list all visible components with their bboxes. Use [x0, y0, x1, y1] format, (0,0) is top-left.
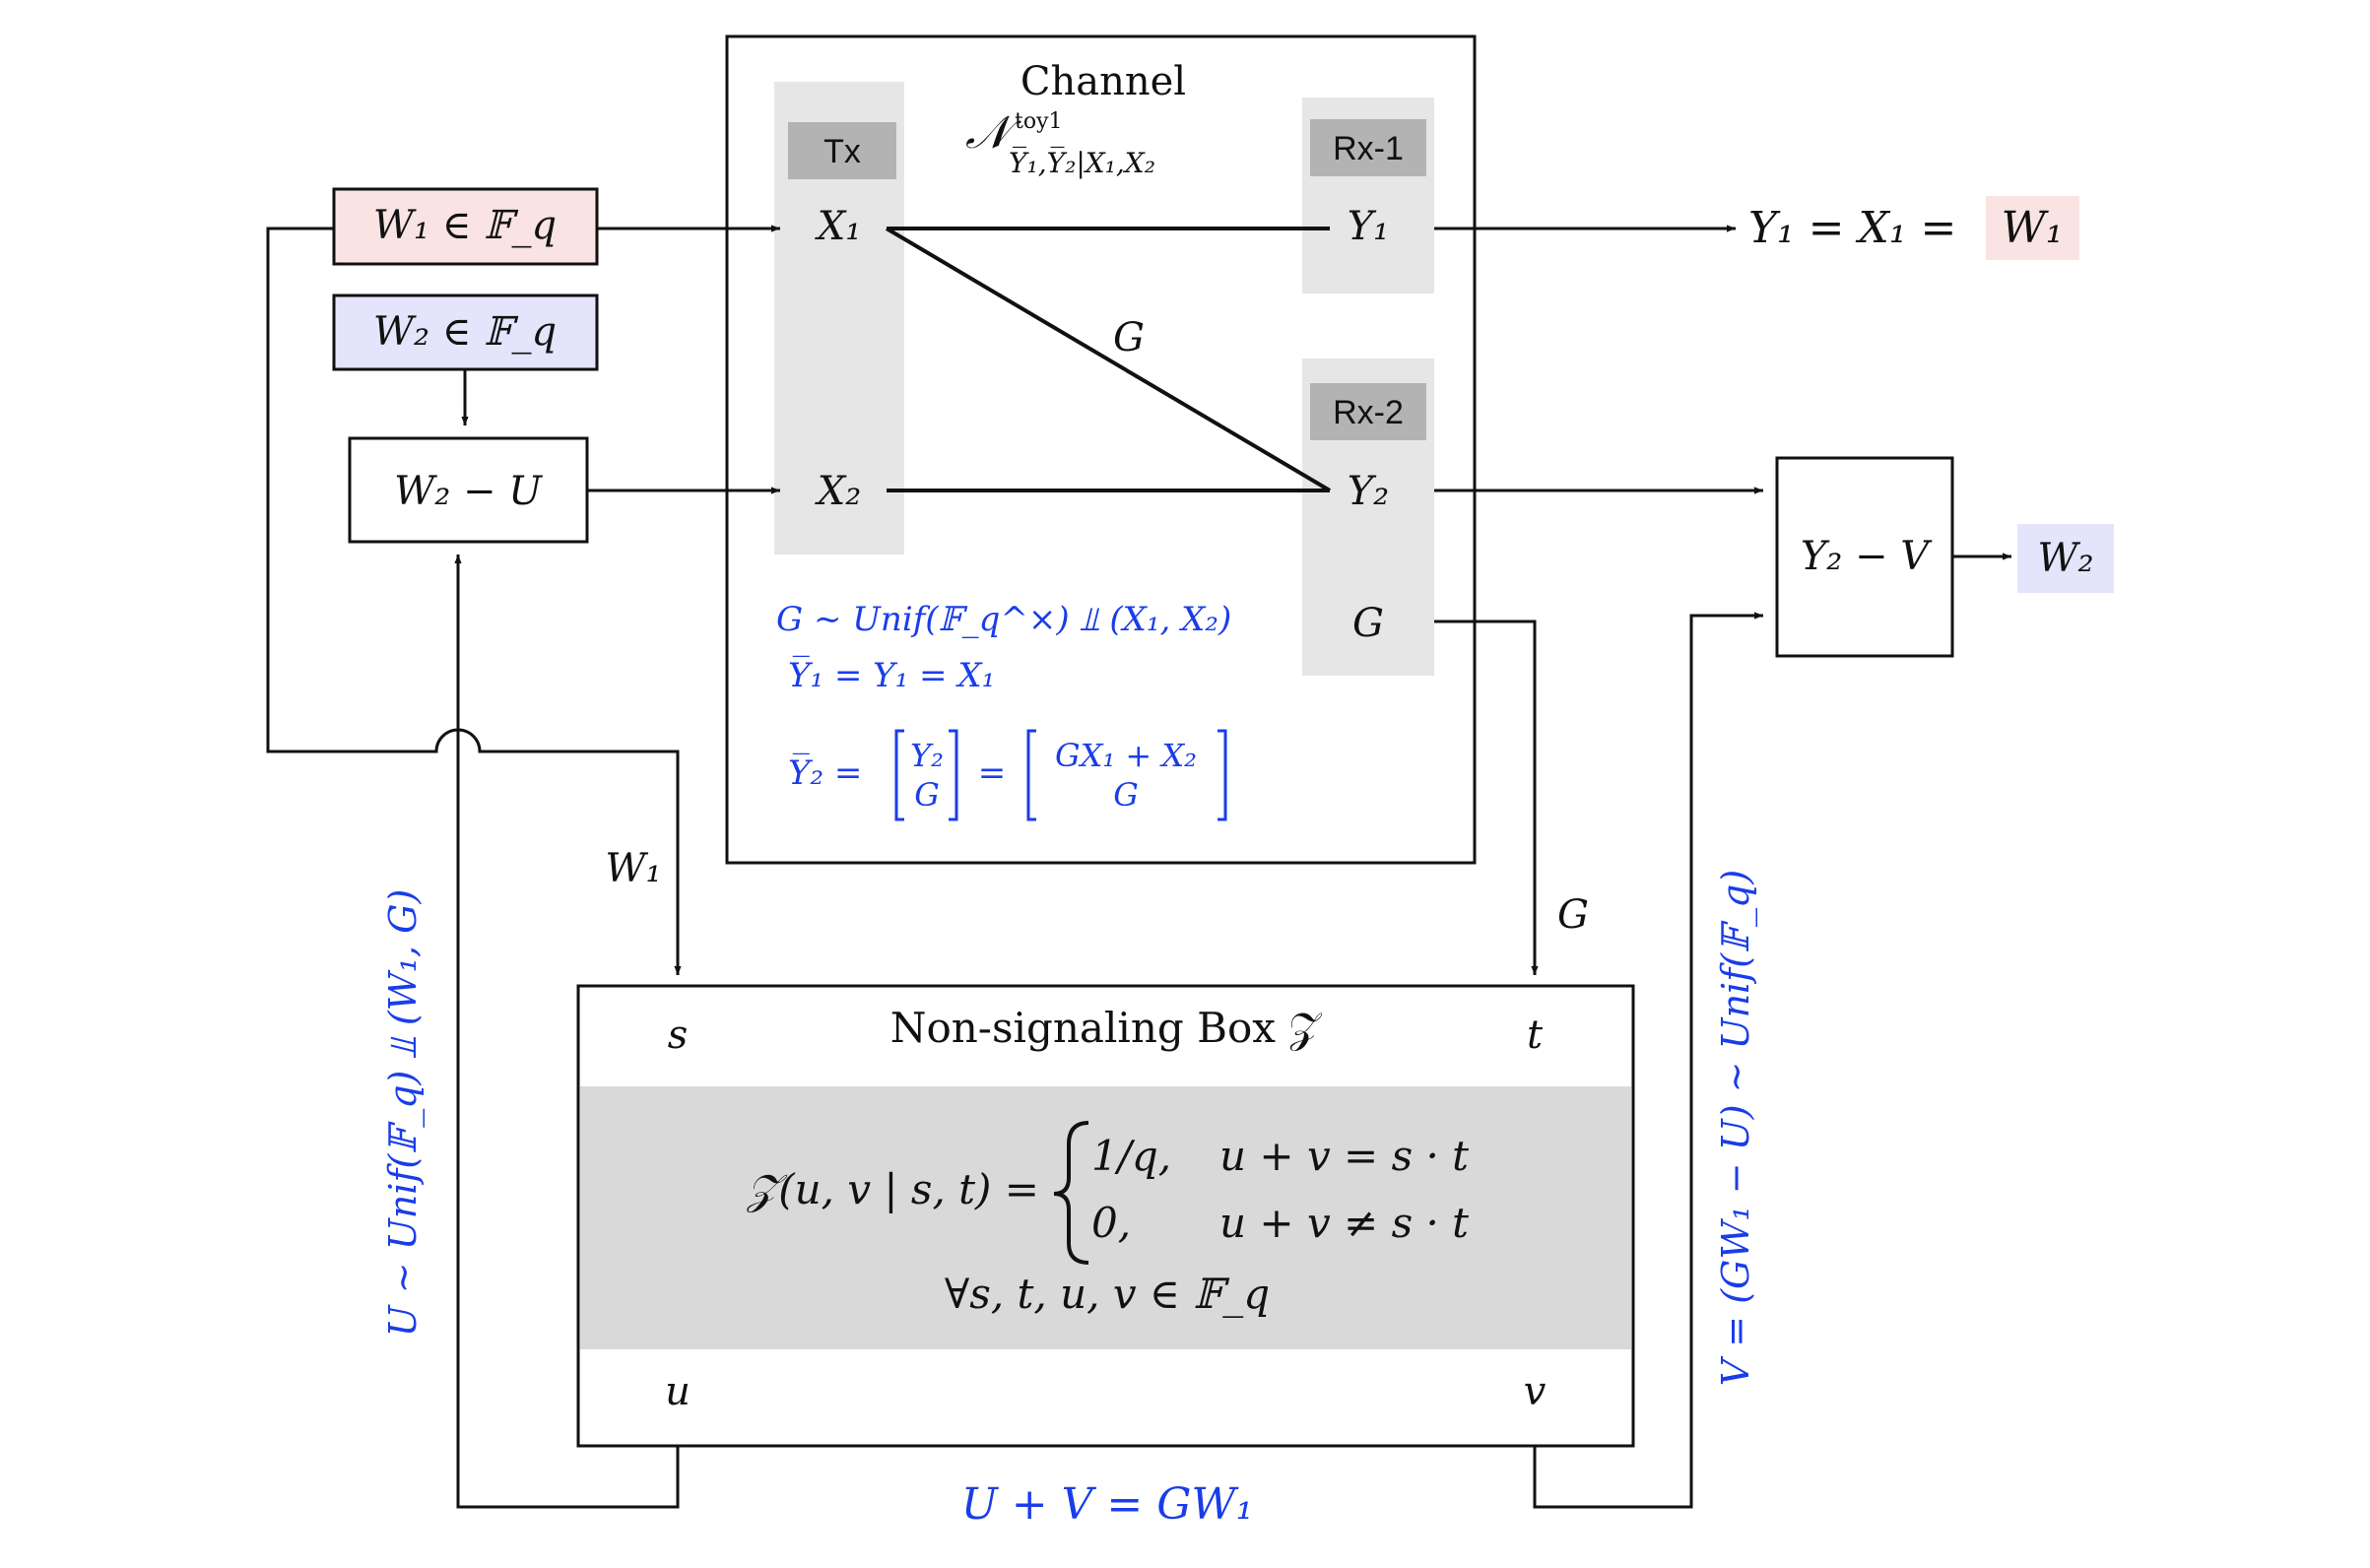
g-output-node: G — [1352, 601, 1384, 646]
wire-label-g: G — [1557, 892, 1589, 938]
rx2-header — [1310, 383, 1426, 440]
edge-x1-y2 — [885, 227, 1332, 492]
channel-kernel-superscript: toy1 — [1015, 109, 1063, 134]
tx-label: Tx — [823, 133, 861, 170]
ns-case1-value: 1/q, — [1091, 1132, 1171, 1180]
w1-input-box — [332, 187, 599, 266]
wire-label-u-distribution: U ∼ Unif(𝔽_q) ⫫ (W₁, G) — [381, 889, 426, 1338]
matrix-left-bottom: G — [914, 776, 940, 814]
y2-minus-v-box — [1775, 456, 1954, 658]
w1-input-label: W₁ ∈ 𝔽_q — [373, 203, 557, 248]
y1-output-equation: Y₁ = X₁ = — [1748, 203, 1956, 253]
channel-title: Channel — [1020, 59, 1186, 104]
rx1-header — [1310, 119, 1426, 176]
x1-node: X₁ — [815, 204, 862, 249]
w2-result-box — [2017, 524, 2114, 593]
x2-node: X₂ — [815, 469, 862, 514]
ns-port-v: v — [1524, 1369, 1547, 1414]
w2-result: W₂ — [2037, 536, 2093, 581]
matrix-right-bracket-l — [1026, 729, 1036, 821]
ns-port-s: s — [668, 1013, 689, 1058]
ns-case2-cond: u + v ≠ s · t — [1219, 1199, 1469, 1247]
ns-formula-brace — [1053, 1121, 1089, 1265]
channel-note-g-dist: G ∼ Unif(𝔽_q^×) ⫫ (X₁, X₂) — [776, 600, 1231, 639]
matrix-left-top: Y₂ — [910, 737, 944, 774]
w1-result: W₁ — [2002, 203, 2064, 253]
w2-input-label: W₂ ∈ 𝔽_q — [373, 309, 557, 355]
wire-v-to-subtract — [1533, 612, 1763, 1509]
w2-minus-u-box — [348, 436, 589, 544]
ns-port-u: u — [665, 1369, 691, 1414]
tx-header — [788, 122, 896, 179]
channel-kernel-subscript: Y̅₁,Y̅₂|X₁,X₂ — [1009, 147, 1155, 179]
wire-w1-to-s — [266, 227, 682, 975]
matrix-right-bracket-r — [1218, 729, 1227, 821]
channel-note-y1bar: Y̅₁ = Y₁ = X₁ — [788, 655, 995, 695]
ns-case1-cond: u + v = s · t — [1219, 1132, 1469, 1180]
y2-node: Y₂ — [1348, 469, 1389, 514]
ns-box-band — [580, 1086, 1631, 1349]
matrix-equals: = — [978, 753, 1007, 793]
rx2-label: Rx-2 — [1333, 394, 1404, 431]
w2-minus-u-label: W₂ − U — [394, 469, 543, 514]
channel-note-y2bar: Y̅₂ = — [788, 752, 862, 793]
ns-formula-lhs: 𝒵(u, v | s, t) = — [746, 1165, 1039, 1213]
wire-u-to-subtract — [454, 555, 680, 1509]
ns-case2-value: 0, — [1091, 1199, 1131, 1247]
matrix-left-bracket-l — [894, 729, 904, 821]
matrix-right-top: GX₁ + X₂ — [1055, 737, 1197, 774]
w1-result-box — [1986, 196, 2079, 260]
ns-box-title: Non-signaling Box 𝒵 — [890, 1004, 1323, 1052]
rx1-label: Rx-1 — [1333, 130, 1404, 167]
wire-g-to-t — [1434, 620, 1539, 975]
matrix-right-bottom: G — [1113, 776, 1139, 814]
ns-port-t: t — [1527, 1013, 1544, 1058]
wire-label-sum: U + V = GW₁ — [961, 1479, 1254, 1530]
edge-g-label: G — [1113, 315, 1145, 360]
wire-label-v-distribution: V = (GW₁ − U) ∼ Unif(𝔽_q) — [1714, 870, 1758, 1386]
wire-label-w1: W₁ — [605, 846, 661, 891]
y1-node: Y₁ — [1348, 204, 1389, 249]
y2-minus-v-label: Y₂ − V — [1801, 534, 1933, 579]
ns-quantifier: ∀s, t, u, v ∈ 𝔽_q — [945, 1270, 1270, 1318]
matrix-left-bracket-r — [949, 729, 958, 821]
